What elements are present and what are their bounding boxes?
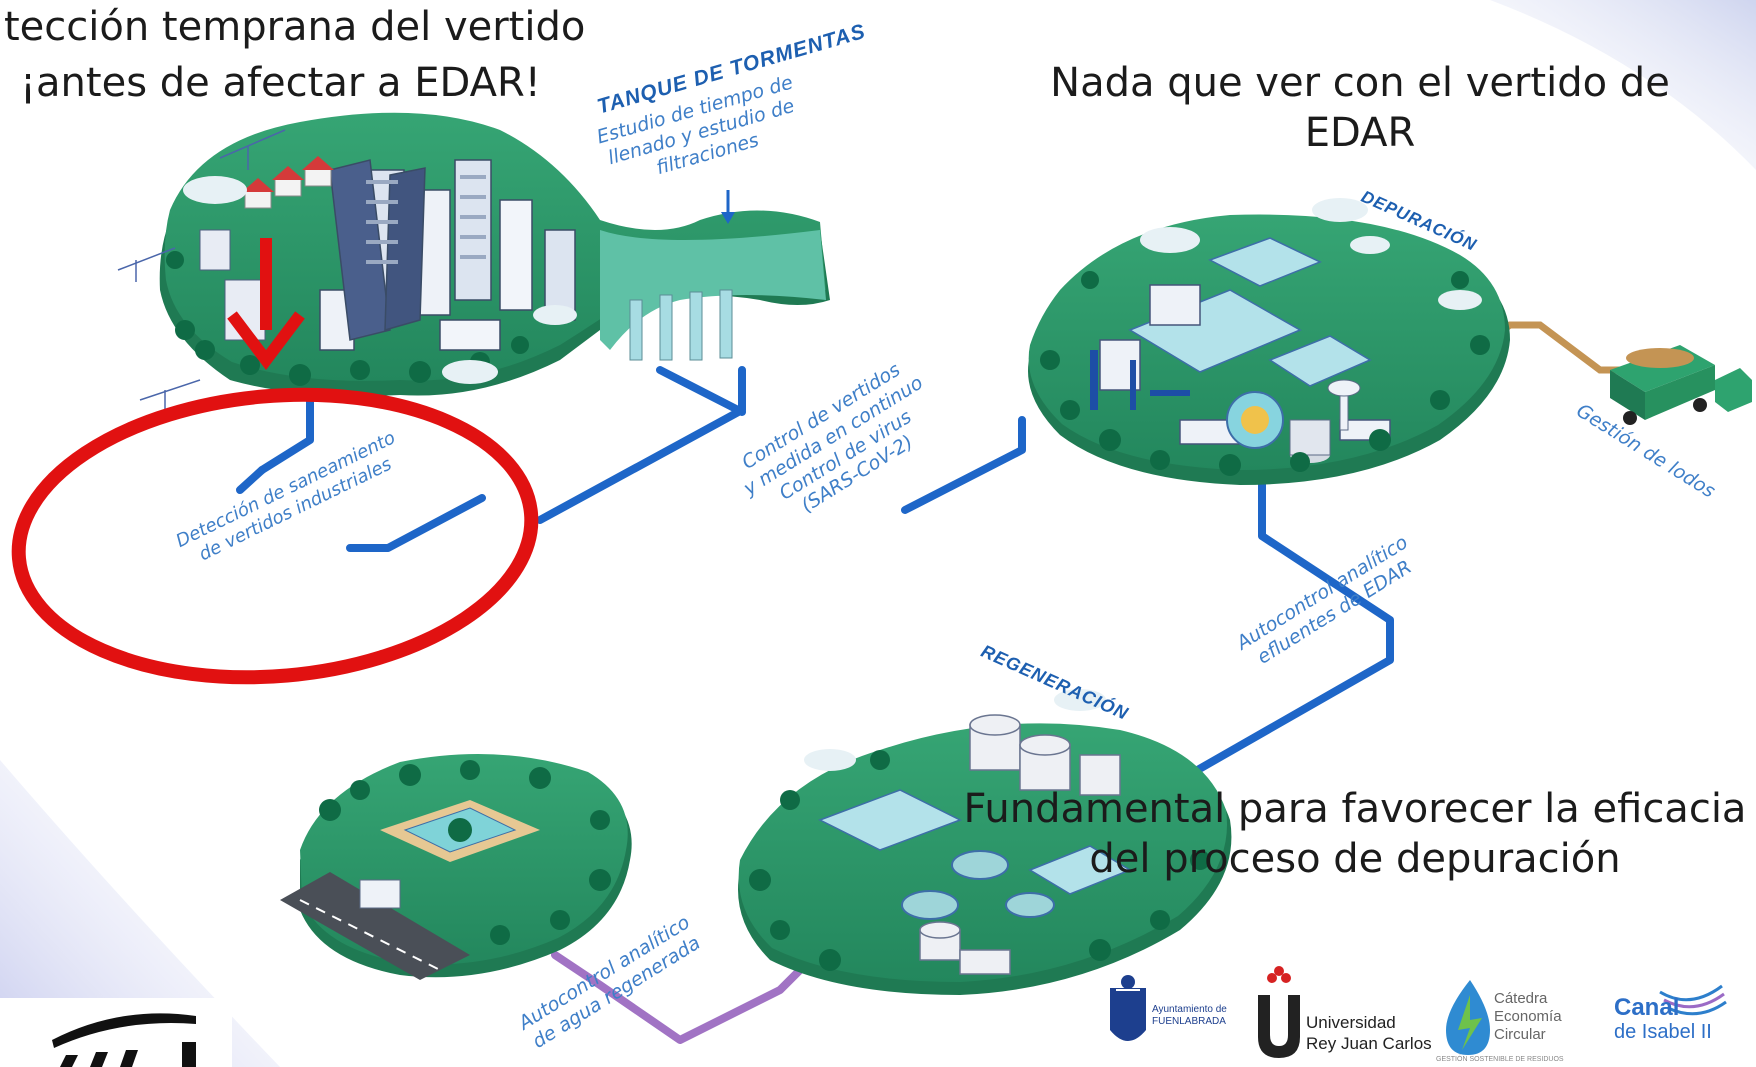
logo-catedra: Cátedra Economía Circular bbox=[1494, 990, 1562, 1044]
note-bottom: Fundamental para favorecer la eficacia d… bbox=[955, 784, 1755, 884]
city-island bbox=[117, 112, 830, 410]
logo-fuenlabrada-line1: Ayuntamiento de bbox=[1152, 1004, 1227, 1015]
logo-urjc: Universidad Rey Juan Carlos bbox=[1306, 1012, 1432, 1054]
park-island bbox=[280, 754, 632, 980]
logo-canal: Canal de Isabel II bbox=[1614, 996, 1712, 1044]
partial-logo bbox=[0, 998, 232, 1067]
corner-tint-bottom-left bbox=[0, 760, 280, 1067]
urjc-u-icon bbox=[1258, 966, 1300, 1058]
pipe-purple bbox=[551, 951, 804, 1044]
catedra-drop-icon bbox=[1446, 980, 1490, 1055]
logo-fuenlabrada-line2: FUENLABRADA bbox=[1152, 1016, 1226, 1027]
logo-catedra-line2: Economía bbox=[1494, 1008, 1562, 1025]
logo-urjc-line1: Universidad bbox=[1306, 1013, 1396, 1032]
canal-swirl-icon bbox=[1659, 984, 1727, 1016]
logo-canal-line1: Canal bbox=[1614, 994, 1680, 1021]
logo-fuenlabrada: Ayuntamiento de FUENLABRADA bbox=[1152, 1004, 1227, 1028]
logo-urjc-line2: Rey Juan Carlos bbox=[1306, 1034, 1432, 1053]
pipe-network bbox=[236, 366, 1394, 784]
logo-catedra-subtitle: GESTIÓN SOSTENIBLE DE RESIDUOS bbox=[1436, 1056, 1564, 1063]
headline-left-line2: ¡antes de afectar a EDAR! bbox=[20, 60, 541, 106]
note-bottom-line1: Fundamental para favorecer la eficacia bbox=[963, 786, 1747, 832]
logo-catedra-line3: Circular bbox=[1494, 1026, 1546, 1043]
headline-right-line2: EDAR bbox=[1304, 110, 1416, 156]
logo-catedra-line1: Cátedra bbox=[1494, 990, 1548, 1007]
treatment-plant-island bbox=[1028, 198, 1510, 485]
note-bottom-line2: del proceso de depuración bbox=[1089, 836, 1621, 882]
regeneration-island bbox=[738, 689, 1232, 995]
headline-right-line1: Nada que ver con el vertido de bbox=[1050, 60, 1670, 106]
headline-left-line1: tección temprana del vertido bbox=[4, 4, 586, 50]
headline-right: Nada que ver con el vertido de EDAR bbox=[1020, 58, 1700, 158]
fuenlabrada-shield-icon bbox=[1110, 975, 1146, 1041]
corner-tint-top-right bbox=[1490, 0, 1756, 170]
sludge-truck bbox=[1610, 345, 1752, 425]
logo-canal-line2: de Isabel II bbox=[1614, 1021, 1712, 1043]
red-annotation bbox=[11, 238, 539, 685]
